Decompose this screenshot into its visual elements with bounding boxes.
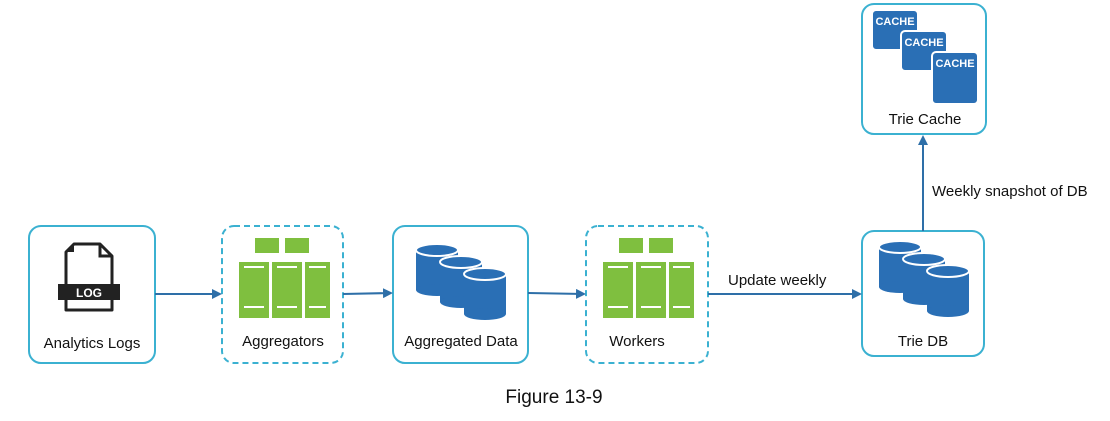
log-icon-text: LOG [76,286,102,300]
database-icon [415,243,507,320]
database-icon [878,240,970,317]
analytics-logs-label: Analytics Logs [43,335,141,352]
figure-caption: Figure 13-9 [505,387,603,408]
workers-label: Workers [609,333,665,350]
server-rack-icon [603,238,694,318]
edge-label-weekly-snapshot: Weekly snapshot of DB [932,183,1088,200]
trie-cache-label: Trie Cache [888,111,962,128]
edge-label-update-weekly: Update weekly [728,272,827,289]
server-rack-icon [239,238,330,318]
aggregators-label: Aggregators [242,333,324,350]
cache-icon: CACHE CACHE CACHE [871,9,979,105]
edge-aggregators-to-aggregated-data [342,288,393,299]
aggregated-data-label: Aggregated Data [404,333,518,350]
log-file-icon: LOG [58,242,120,312]
cache-icon-text: CACHE [875,16,914,28]
cache-icon-text: CACHE [904,37,943,49]
trie-db-label: Trie DB [897,333,949,350]
edge-aggregated-data-to-workers [527,288,586,299]
cache-icon-text: CACHE [935,58,974,70]
